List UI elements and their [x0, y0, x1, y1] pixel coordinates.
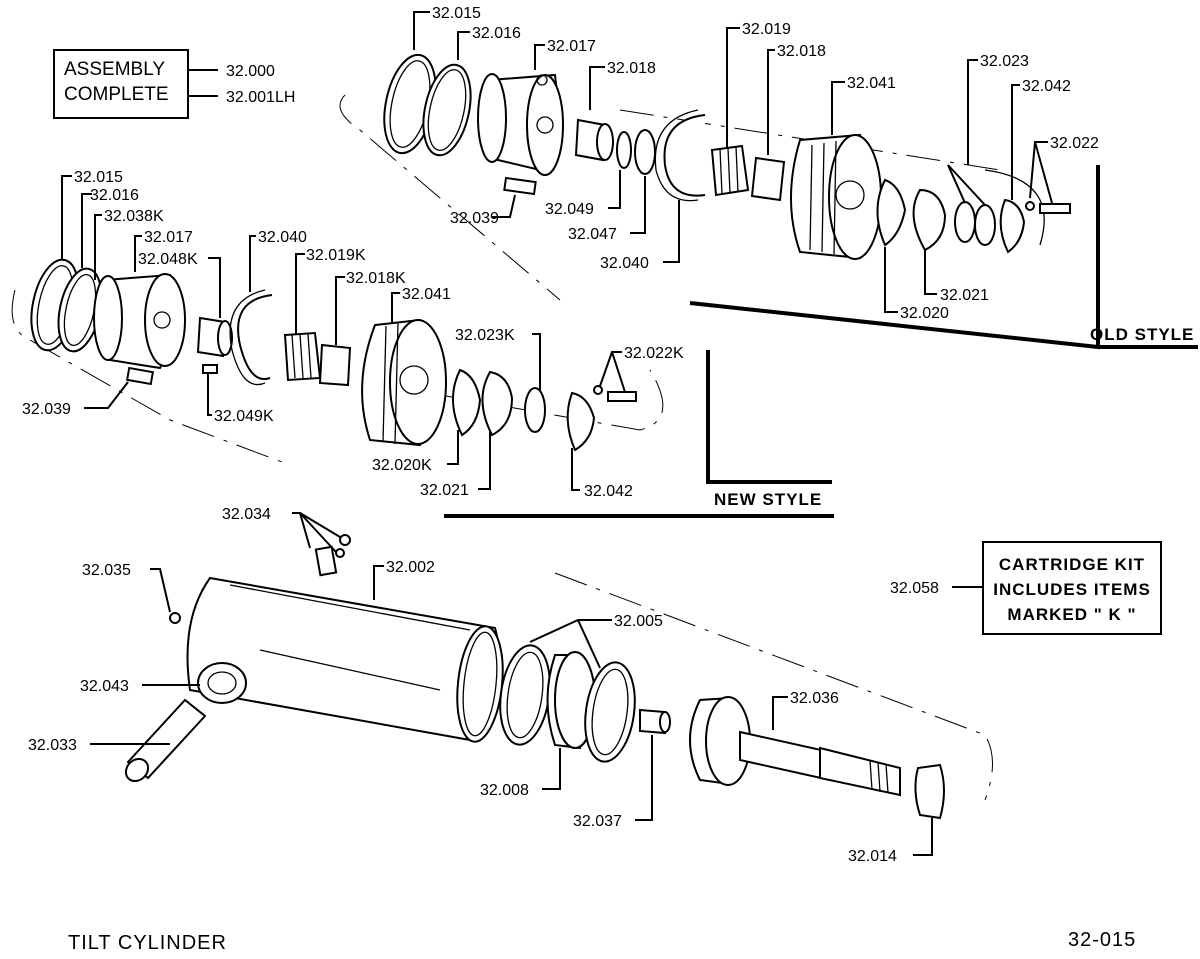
assembly-line2: COMPLETE	[64, 84, 169, 105]
label-32-021: 32.021	[420, 482, 469, 499]
label-32-018b: 32.018	[777, 43, 826, 60]
label-32-022: 32.022	[1050, 135, 1099, 152]
label-32-016: 32.016	[472, 25, 521, 42]
piston-rod	[689, 696, 945, 820]
label-32-040: 32.040	[258, 229, 307, 246]
old-style-assembly: 32.015 32.016 32.017 32.018 32.019 32.01…	[339, 5, 1198, 350]
kit-line3: MARKED " K "	[1007, 605, 1136, 624]
label-32-036: 32.036	[790, 690, 839, 707]
label-32-022k: 32.022K	[624, 345, 684, 362]
label-32-023: 32.023	[980, 53, 1029, 70]
label-32-043: 32.043	[80, 678, 129, 695]
label-32-033: 32.033	[28, 737, 77, 754]
kit-part-number: 32.058	[890, 580, 939, 597]
label-32-023k: 32.023K	[455, 327, 515, 344]
assembly-line1: ASSEMBLY	[64, 59, 165, 80]
label-32-019k: 32.019K	[306, 247, 366, 264]
label-32-049k: 32.049K	[214, 408, 274, 425]
label-32-041: 32.041	[847, 75, 896, 92]
diagram-title: TILT CYLINDER	[68, 932, 227, 954]
label-32-020: 32.020	[900, 305, 949, 322]
kit-line1: CARTRIDGE KIT	[999, 555, 1145, 574]
label-32-039: 32.039	[22, 401, 71, 418]
assembly-number: 32.000	[226, 63, 275, 80]
label-32-049: 32.049	[545, 201, 594, 218]
label-32-018k: 32.018K	[346, 270, 406, 287]
label-32-020k: 32.020K	[372, 457, 432, 474]
label-32-047: 32.047	[568, 226, 617, 243]
new-style-assembly: 32.015 32.016 32.038K 32.017 32.048K 32.…	[11, 169, 834, 518]
label-32-034: 32.034	[222, 506, 271, 523]
label-32-039: 32.039	[450, 210, 499, 227]
label-32-015: 32.015	[432, 5, 481, 22]
label-32-048k: 32.048K	[138, 251, 198, 268]
label-32-015: 32.015	[74, 169, 123, 186]
kit-line2: INCLUDES ITEMS	[993, 580, 1151, 599]
cylinder-assembly: 32.034 32.002 32.035 32.005 32.043 32.03…	[28, 506, 993, 865]
assembly-number-lh: 32.001LH	[226, 89, 295, 106]
label-32-041: 32.041	[402, 286, 451, 303]
label-32-037: 32.037	[573, 813, 622, 830]
label-32-002: 32.002	[386, 559, 435, 576]
label-32-008: 32.008	[480, 782, 529, 799]
label-32-042: 32.042	[584, 483, 633, 500]
new-style-label: NEW STYLE	[714, 490, 822, 509]
pin	[124, 698, 207, 783]
label-32-038k: 32.038K	[104, 208, 164, 225]
label-32-014: 32.014	[848, 848, 897, 865]
old-style-label: OLD STYLE	[1090, 325, 1194, 344]
label-32-035: 32.035	[82, 562, 131, 579]
assembly-complete-box: ASSEMBLY COMPLETE 32.000 32.001LH	[53, 49, 295, 119]
label-32-017: 32.017	[144, 229, 193, 246]
label-32-018: 32.018	[607, 60, 656, 77]
label-32-042: 32.042	[1022, 78, 1071, 95]
label-32-019: 32.019	[742, 21, 791, 38]
label-32-021: 32.021	[940, 287, 989, 304]
label-32-017: 32.017	[547, 38, 596, 55]
label-32-040: 32.040	[600, 255, 649, 272]
cartridge-kit-box: CARTRIDGE KIT INCLUDES ITEMS MARKED " K …	[890, 541, 1162, 635]
cylinder-body	[169, 534, 504, 743]
page-number: 32-015	[1068, 929, 1136, 951]
label-32-016: 32.016	[90, 187, 139, 204]
label-32-005: 32.005	[614, 613, 663, 630]
